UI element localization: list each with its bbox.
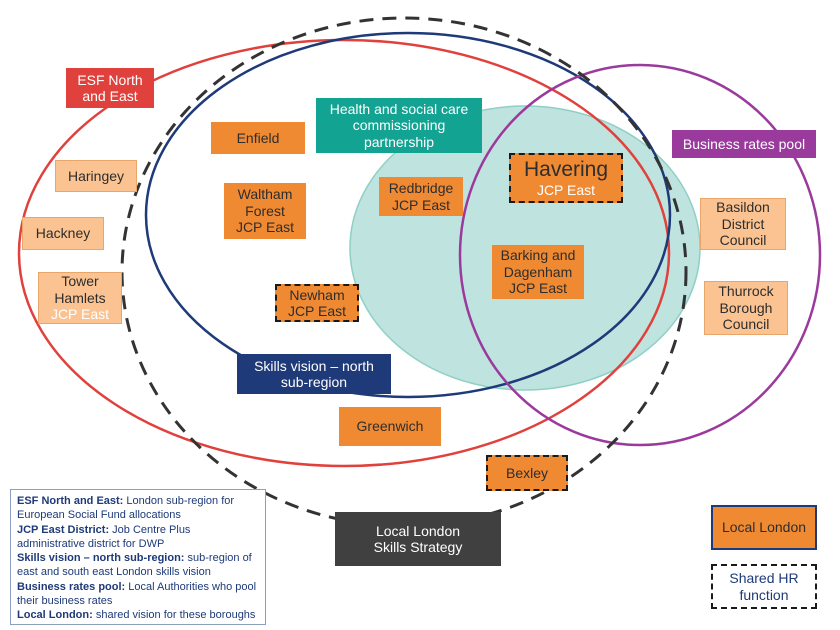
local-london-label-line1: Local London <box>375 522 461 539</box>
key-shared-hr-line2: function <box>739 586 789 603</box>
glossary-definition: Local Authorities who pool their busines… <box>17 580 257 608</box>
business-rates-region-outline <box>458 63 822 447</box>
esf-label-line2: and East <box>82 88 138 104</box>
borough-waltham-forest-line2: Forest <box>245 202 285 219</box>
key-shared-hr: Shared HR function <box>711 564 817 609</box>
borough-hackney: Hackney <box>22 217 104 250</box>
glossary-row: Business rates pool: Local Authorities w… <box>17 580 259 609</box>
key-shared-hr-line1: Shared HR <box>729 570 799 587</box>
borough-thurrock-line3: Council <box>722 316 770 333</box>
health-care-label-line3: partnership <box>363 133 435 150</box>
borough-tower-hamlets-line2: Hamlets <box>54 289 106 306</box>
borough-tower-hamlets: Tower Hamlets JCP East <box>38 272 122 324</box>
borough-havering-jcp: JCP East <box>536 182 596 199</box>
borough-enfield: Enfield <box>211 122 305 154</box>
borough-barking-dagenham: Barking and Dagenham JCP East <box>492 245 584 299</box>
glossary-term: ESF North and East: <box>17 495 124 507</box>
skills-vision-label: Skills vision – north sub-region <box>237 354 391 394</box>
glossary-definition: sub-region of east and south east London… <box>17 552 252 579</box>
borough-barking-jcp: JCP East <box>508 280 568 297</box>
borough-barking-line1: Barking and <box>500 247 576 264</box>
health-care-label: Health and social care commissioning par… <box>316 98 482 153</box>
skills-vision-label-line2: sub-region <box>280 374 348 390</box>
glossary-definition: Job Centre Plus administrative district … <box>17 523 191 550</box>
borough-newham: Newham JCP East <box>275 284 359 322</box>
glossary-row: JCP East District: Job Centre Plus admin… <box>17 523 259 552</box>
esf-region-outline <box>17 38 671 468</box>
glossary-row: Local London: shared vision for these bo… <box>17 608 259 622</box>
skills-vision-label-line1: Skills vision – north <box>254 357 374 374</box>
glossary-term: Business rates pool: <box>17 580 126 593</box>
business-rates-label: Business rates pool <box>672 130 816 158</box>
borough-thurrock: Thurrock Borough Council <box>704 281 788 335</box>
borough-basildon-line3: Council <box>719 232 767 249</box>
borough-havering: Havering JCP East <box>509 153 623 203</box>
borough-redbridge: Redbridge JCP East <box>379 177 463 216</box>
glossary-term: JCP East District: <box>17 523 110 536</box>
esf-label-line1: ESF North <box>77 71 143 88</box>
key-local-london-label: Local London <box>721 519 807 536</box>
local-london-label: Local London Skills Strategy <box>335 512 501 566</box>
borough-bexley: Bexley <box>486 455 568 491</box>
borough-waltham-forest: Waltham Forest JCP East <box>224 183 306 239</box>
business-rates-label-text: Business rates pool <box>682 135 806 152</box>
borough-newham-name: Newham <box>289 286 345 303</box>
borough-haringey: Haringey <box>55 160 137 192</box>
health-care-label-line1: Health and social care <box>329 100 469 117</box>
borough-thurrock-line2: Borough <box>719 299 773 316</box>
glossary-definition: London sub-region for European Social Fu… <box>17 495 235 522</box>
glossary-legend: ESF North and East: London sub-region fo… <box>10 489 266 625</box>
borough-thurrock-line1: Thurrock <box>718 283 774 300</box>
local-london-label-line2: Skills Strategy <box>373 539 463 555</box>
glossary-row: Skills vision – north sub-region: sub-re… <box>17 551 259 580</box>
glossary-row: ESF North and East: London sub-region fo… <box>17 494 259 523</box>
glossary-term: Local London: <box>17 609 93 622</box>
esf-label: ESF North and East <box>66 68 154 108</box>
borough-haringey-name: Haringey <box>67 167 125 184</box>
borough-waltham-forest-line1: Waltham <box>237 186 293 203</box>
borough-havering-name: Havering <box>523 157 609 181</box>
borough-tower-hamlets-jcp: JCP East <box>50 306 110 323</box>
borough-enfield-name: Enfield <box>236 129 280 146</box>
borough-greenwich: Greenwich <box>339 407 441 446</box>
borough-greenwich-name: Greenwich <box>356 418 424 435</box>
key-local-london: Local London <box>711 505 817 550</box>
glossary-term: Skills vision – north sub-region: <box>17 552 185 565</box>
borough-redbridge-name: Redbridge <box>388 180 454 197</box>
borough-newham-jcp: JCP East <box>287 303 347 319</box>
borough-bexley-name: Bexley <box>505 464 549 481</box>
health-care-label-line2: commissioning <box>352 117 446 134</box>
skills-vision-region-outline <box>144 31 672 399</box>
borough-waltham-forest-jcp: JCP East <box>235 219 295 236</box>
glossary-definition: shared vision for these boroughs <box>95 609 256 622</box>
borough-hackney-name: Hackney <box>35 225 91 242</box>
borough-barking-line2: Dagenham <box>503 263 573 280</box>
borough-tower-hamlets-line1: Tower <box>61 273 99 290</box>
borough-basildon-line1: Basildon <box>716 199 770 216</box>
borough-redbridge-jcp: JCP East <box>391 196 451 213</box>
borough-basildon: Basildon District Council <box>700 198 786 250</box>
borough-basildon-line2: District <box>721 215 765 232</box>
